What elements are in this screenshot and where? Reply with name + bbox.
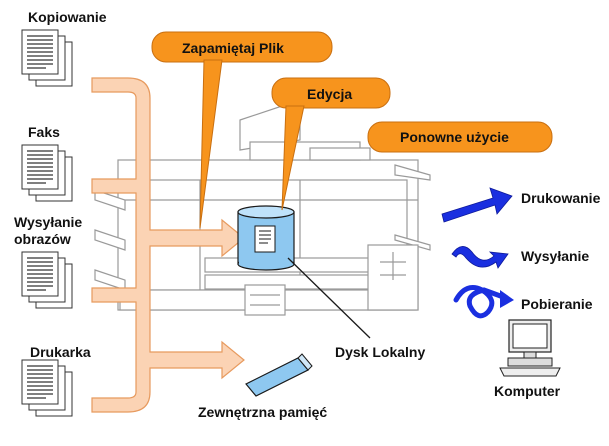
send-label: Wysyłanie	[521, 248, 590, 264]
callout-reuse	[367, 121, 553, 153]
retrieve-label: Pobieranie	[521, 296, 593, 312]
printer-label: Drukarka	[30, 344, 91, 360]
scan-label-line2: obrazów	[14, 231, 71, 247]
printer-documents-icon	[21, 359, 73, 417]
computer-icon	[499, 319, 561, 377]
disk-leader-line	[287, 257, 371, 339]
send-arrow-icon	[451, 246, 509, 269]
external-memory-label: Zewnętrzna pamięć	[198, 404, 328, 420]
callout-reuse-label: Ponowne użycie	[400, 129, 509, 145]
callout-store-file	[151, 31, 333, 229]
local-disk-icon	[237, 205, 295, 271]
fax-documents-icon	[21, 144, 73, 202]
computer-label: Komputer	[494, 383, 561, 399]
retrieve-arrow-icon	[453, 285, 509, 319]
scan-documents-icon	[21, 251, 73, 309]
retrieve-arrow-head-icon	[500, 290, 514, 308]
print-arrow-icon	[441, 187, 513, 223]
local-disk-label: Dysk Lokalny	[335, 344, 426, 360]
copy-label: Kopiowanie	[28, 9, 107, 25]
usb-memory-icon	[245, 353, 313, 397]
fax-label: Faks	[28, 124, 60, 140]
scan-label-line1: Wysyłanie	[14, 214, 83, 230]
mfp-machine	[94, 99, 431, 316]
flow-bracket	[91, 77, 245, 413]
callout-edit-label: Edycja	[307, 86, 353, 102]
callout-edit	[271, 77, 391, 211]
callout-store-file-label: Zapamiętaj Plik	[182, 40, 284, 56]
copy-documents-icon	[21, 29, 73, 87]
print-label: Drukowanie	[521, 190, 601, 206]
